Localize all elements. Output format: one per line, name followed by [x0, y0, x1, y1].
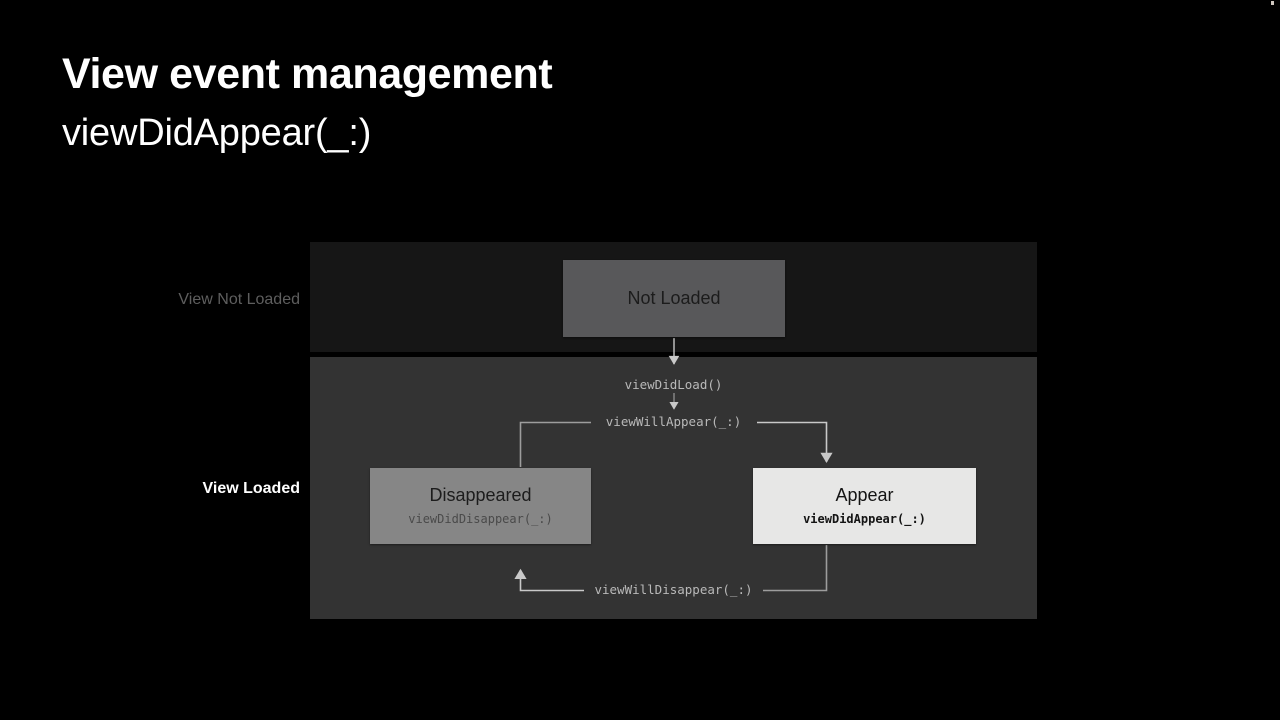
state-subtitle: viewDidDisappear(_:)	[408, 511, 553, 526]
transition-label-view-will-appear: viewWillAppear(_:)	[310, 414, 1037, 429]
state-title: Not Loaded	[627, 287, 721, 308]
pixel-artifact	[1271, 1, 1274, 5]
page-subtitle: viewDidAppear(_:)	[62, 112, 372, 154]
row-label-view-loaded: View Loaded	[202, 480, 300, 497]
state-box-disappeared[interactable]: Disappeared viewDidDisappear(_:)	[370, 468, 591, 544]
transition-label-text: viewWillAppear(_:)	[595, 414, 752, 429]
transition-label-view-will-disappear: viewWillDisappear(_:)	[310, 582, 1037, 597]
state-title: Appear	[835, 485, 894, 505]
state-title: Disappeared	[429, 485, 532, 505]
state-subtitle: viewDidAppear(_:)	[803, 511, 926, 526]
page-title: View event management	[62, 50, 553, 98]
transition-label-text: viewWillDisappear(_:)	[584, 582, 763, 597]
state-box-appear[interactable]: Appear viewDidAppear(_:)	[753, 468, 976, 544]
transition-label-text: viewDidLoad()	[614, 377, 733, 392]
row-label-view-not-loaded: View Not Loaded	[178, 291, 300, 308]
transition-label-view-did-load: viewDidLoad()	[310, 377, 1037, 392]
state-box-not-loaded[interactable]: Not Loaded	[563, 260, 785, 337]
